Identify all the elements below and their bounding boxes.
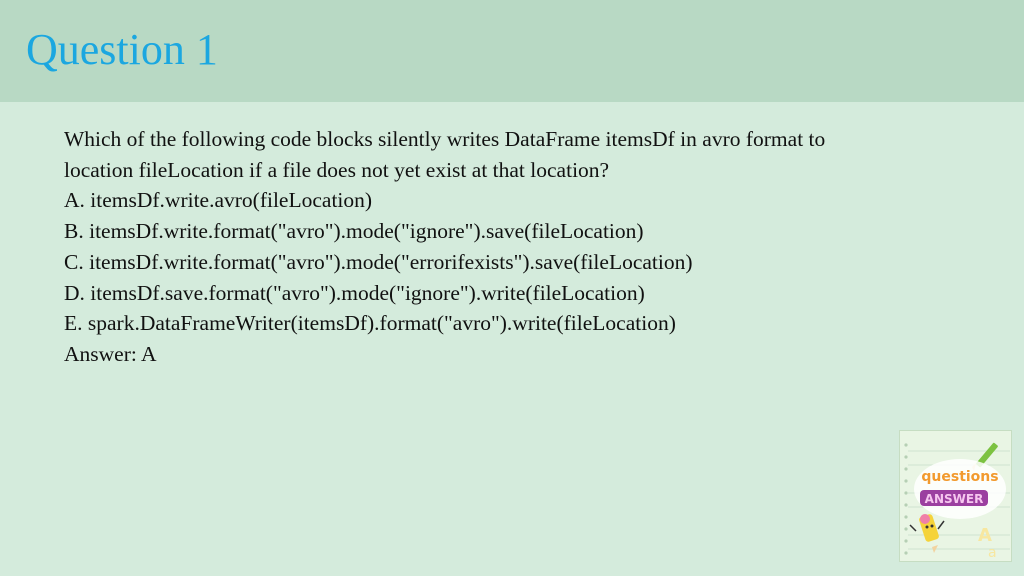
badge-letter-big: A [978,525,992,546]
option-d: D. itemsDf.save.format("avro").mode("ign… [64,280,645,305]
cartoon-pencil-character-icon [909,514,945,553]
slide-title: Question 1 [26,25,218,74]
question-line-1: Which of the following code blocks silen… [64,127,826,151]
option-e: E. spark.DataFrameWriter(itemsDf).format… [64,311,676,336]
answer-line: Answer: A [64,341,157,366]
option-b: B. itemsDf.write.format("avro").mode("ig… [64,219,644,244]
option-c: C. itemsDf.write.format("avro").mode("er… [64,249,693,274]
question-line-2: location fileLocation if a file does not… [64,157,610,182]
questions-answer-badge: questions ANSWER A a [899,430,1012,562]
option-a: A. itemsDf.write.avro(fileLocation) [64,188,373,213]
title-bar: Question 1 [0,0,1024,102]
badge-letter-small: a [988,545,997,561]
question-content: Which of the following code blocks silen… [64,124,964,370]
badge-word-questions: questions [921,469,998,485]
badge-word-answer: ANSWER [925,492,984,506]
badge-illustration: questions ANSWER A a [904,442,1010,561]
